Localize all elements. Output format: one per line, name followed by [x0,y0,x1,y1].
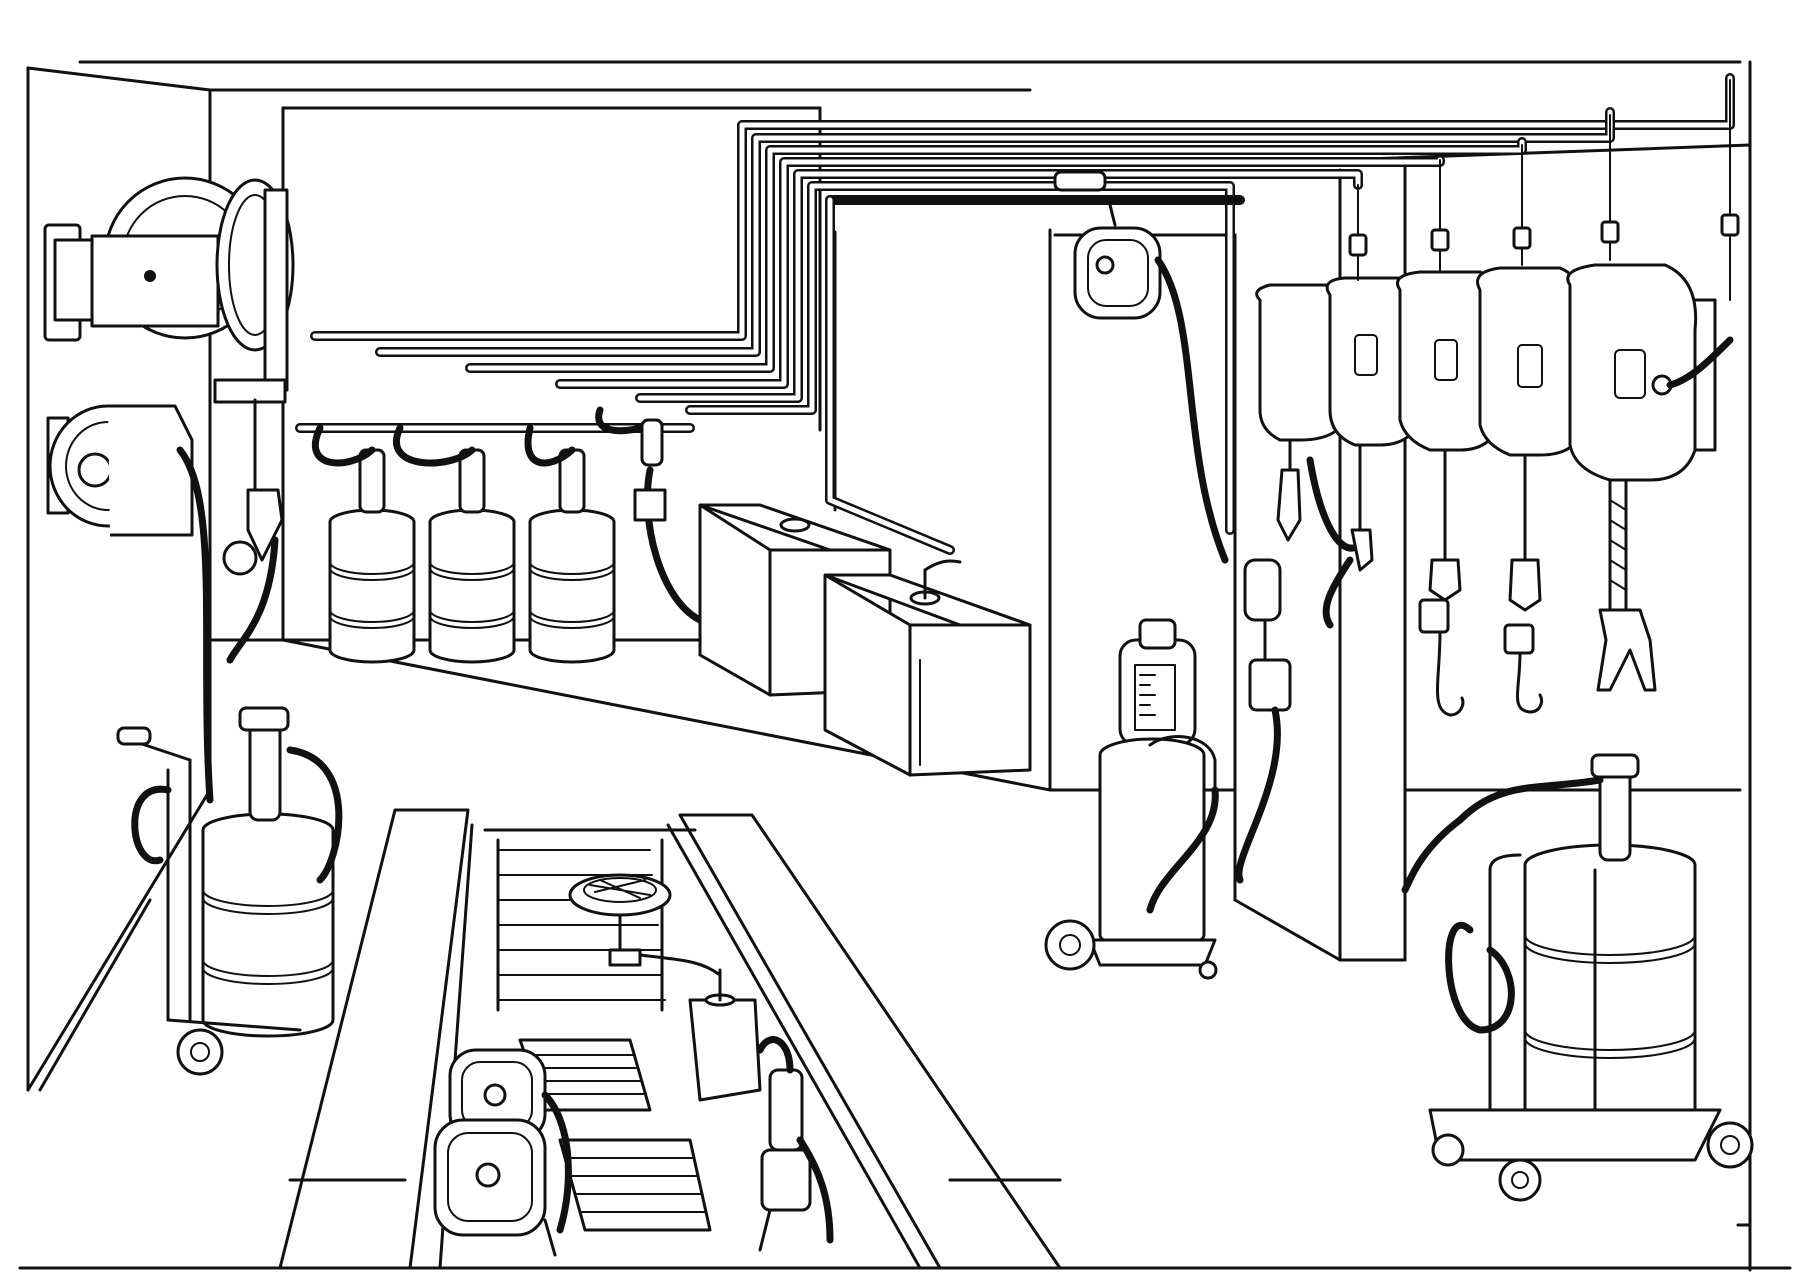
pit-floor-grates [518,1038,712,1232]
wall-meter-valve [633,418,667,522]
left-drum-trolley [116,706,343,1076]
hose-reel-drops [1348,79,1740,301]
large-wall-hose-reel [43,176,295,404]
drum-3 [528,448,616,664]
partition-dispense-meter [1235,558,1292,884]
ceiling-reel-partition [1053,170,1229,564]
right-drum-trolley [1401,753,1754,1202]
hose-reel-bank [1255,263,1734,482]
pit-hose-reels [433,1048,572,1257]
mobile-oil-drainer [1044,618,1219,980]
pit-oil-dispenser [688,968,834,1252]
hanging-dispense-gun [222,398,284,664]
drum-1 [328,448,416,664]
drum-2 [428,448,516,664]
drum-pump-hoses [311,406,704,624]
pit-drain-funnel [568,873,722,977]
service-pit [18,808,1792,1270]
bulk-tank-front [823,559,1032,777]
small-wall-hose-reel [46,404,214,804]
reel-dispense-guns [1276,438,1657,717]
